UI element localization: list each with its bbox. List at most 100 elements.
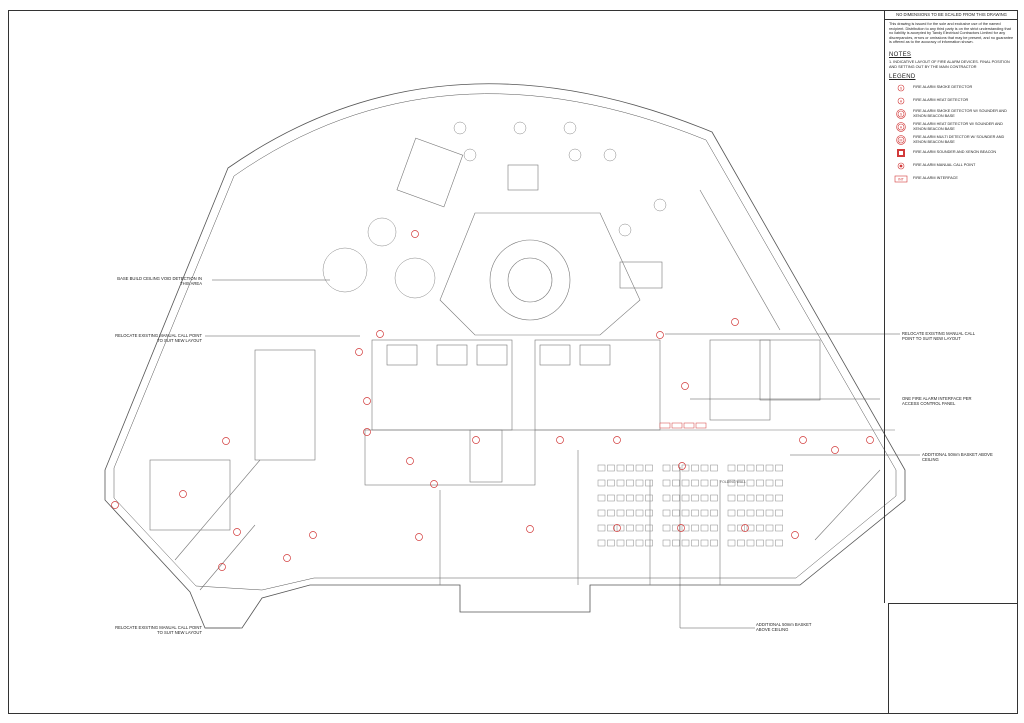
- chair: [756, 539, 764, 547]
- chair: [746, 464, 755, 472]
- fire-alarm-device-icon: [233, 528, 241, 536]
- chair: [626, 539, 634, 547]
- chair: [727, 539, 736, 547]
- chair: [737, 494, 745, 502]
- chair: [645, 509, 653, 517]
- chair: [681, 539, 690, 547]
- chair: [662, 464, 671, 472]
- fire-alarm-device-icon: [791, 531, 799, 539]
- manual-call-point-icon: [889, 161, 913, 171]
- chair: [616, 464, 625, 472]
- legend-item: FIRE ALARM MANUAL CALL POINT: [889, 160, 1014, 171]
- chair: [691, 539, 699, 547]
- chair: [635, 524, 644, 532]
- chair: [765, 524, 774, 532]
- chair: [616, 494, 625, 502]
- note-item: 1. INDICATIVE LAYOUT OF FIRE ALARM DEVIC…: [889, 59, 1010, 69]
- chair: [672, 464, 680, 472]
- fire-alarm-device-icon: [656, 331, 664, 339]
- callout-basket-bottom: ADDITIONAL 50mm BASKET ABOVE CEILING: [756, 622, 812, 632]
- chair: [672, 539, 680, 547]
- interface-icon: INT: [889, 174, 913, 184]
- chair: [607, 479, 615, 487]
- chair: [597, 479, 606, 487]
- fire-alarm-device-icon: [556, 436, 564, 444]
- callout-basket-right: ADDITIONAL 50mm BASKET ABOVE CEILING: [922, 452, 993, 462]
- legend-item: INT FIRE ALARM INTERFACE: [889, 173, 1014, 184]
- chair: [635, 494, 644, 502]
- chair: [746, 524, 755, 532]
- chair: [662, 479, 671, 487]
- chair: [727, 464, 736, 472]
- chair: [645, 494, 653, 502]
- chair: [645, 539, 653, 547]
- chair: [737, 464, 745, 472]
- notes-title: NOTES: [889, 51, 912, 58]
- fire-alarm-device-icon: [678, 462, 686, 470]
- chair: [607, 509, 615, 517]
- interface-boxes: [659, 422, 707, 429]
- callout-relocate-mcp-upper: RELOCATE EXISTING MANUAL CALL POINT TO S…: [115, 333, 202, 343]
- fire-alarm-device-icon: [681, 382, 689, 390]
- fire-alarm-device-icon: [406, 457, 414, 465]
- legend-item: S FIRE ALARM SMOKE DETECTOR: [889, 82, 1014, 93]
- chair: [616, 524, 625, 532]
- fire-alarm-device-icon: [741, 524, 749, 532]
- chair: [710, 509, 718, 517]
- fire-alarm-device-icon: [613, 524, 621, 532]
- chair: [607, 494, 615, 502]
- chair: [737, 539, 745, 547]
- chair: [681, 494, 690, 502]
- chair: [775, 524, 783, 532]
- chair: [597, 524, 606, 532]
- chair: [626, 524, 634, 532]
- hall-seating: [597, 464, 783, 547]
- chair: [662, 524, 671, 532]
- fire-alarm-devices: [111, 230, 874, 571]
- legend-label: FIRE ALARM SMOKE DETECTOR: [913, 85, 973, 90]
- disclaimer-text: This drawing is issued for the sole and …: [889, 22, 1014, 45]
- chair: [765, 494, 774, 502]
- chair: [616, 539, 625, 547]
- fire-alarm-device-icon: [731, 318, 739, 326]
- chair: [775, 509, 783, 517]
- legend-label: FIRE ALARM SMOKE DETECTOR W/ SOUNDER AND…: [913, 109, 1007, 118]
- callout-void-detection: BASE BUILD CEILING VOID DETECTION IN THI…: [117, 276, 202, 286]
- fire-alarm-device-icon: [831, 446, 839, 454]
- legend-label: FIRE ALARM INTERFACE: [913, 176, 958, 181]
- building-outline: [104, 83, 906, 629]
- fire-alarm-device-icon: [376, 330, 384, 338]
- chair: [672, 494, 680, 502]
- svg-text:S: S: [900, 86, 903, 90]
- svg-text:M: M: [900, 138, 903, 142]
- legend-label: FIRE ALARM SOUNDER AND XENON BEACON: [913, 150, 997, 155]
- interior-walls: [149, 137, 895, 591]
- chair: [597, 509, 606, 517]
- fire-alarm-device-icon: [613, 436, 621, 444]
- fire-alarm-device-icon: [111, 501, 119, 509]
- chair: [765, 509, 774, 517]
- svg-text:INT: INT: [898, 177, 905, 181]
- title-block: [888, 603, 1018, 714]
- folding-wall-label: FOLDING WALL: [720, 480, 746, 484]
- chair: [626, 479, 634, 487]
- heat-detector-sounder-icon: H: [889, 121, 913, 132]
- chair: [691, 479, 699, 487]
- disclaimer-title: NO DIMENSIONS TO BE SCALED FROM THIS DRA…: [885, 10, 1018, 20]
- chair: [662, 494, 671, 502]
- fire-alarm-device-icon: [283, 554, 291, 562]
- chair: [737, 509, 745, 517]
- notes-panel: NO DIMENSIONS TO BE SCALED FROM THIS DRA…: [884, 10, 1018, 603]
- chair: [756, 479, 764, 487]
- legend-item: FIRE ALARM SOUNDER AND XENON BEACON: [889, 147, 1014, 158]
- chair: [691, 524, 699, 532]
- chair: [727, 509, 736, 517]
- chair: [672, 509, 680, 517]
- chair: [737, 479, 745, 487]
- chair: [662, 509, 671, 517]
- chair: [756, 464, 764, 472]
- multi-detector-sounder-icon: M: [889, 134, 913, 145]
- chair: [775, 494, 783, 502]
